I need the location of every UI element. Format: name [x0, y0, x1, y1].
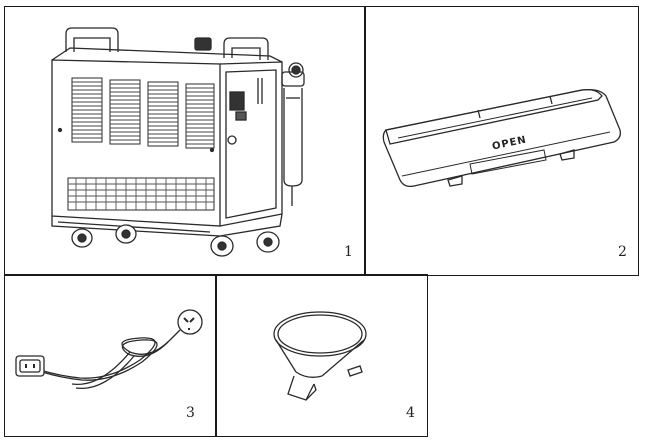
- panel-4-frame: [215, 274, 428, 437]
- panel-2-frame: [364, 6, 639, 276]
- panel-4-number: 4: [406, 405, 415, 421]
- panel-2-number: 2: [618, 244, 627, 260]
- panel-1-number: 1: [344, 244, 353, 260]
- panel-1-frame: [4, 6, 366, 276]
- panel-3-number: 3: [186, 405, 195, 421]
- panel-3-frame: [4, 274, 217, 437]
